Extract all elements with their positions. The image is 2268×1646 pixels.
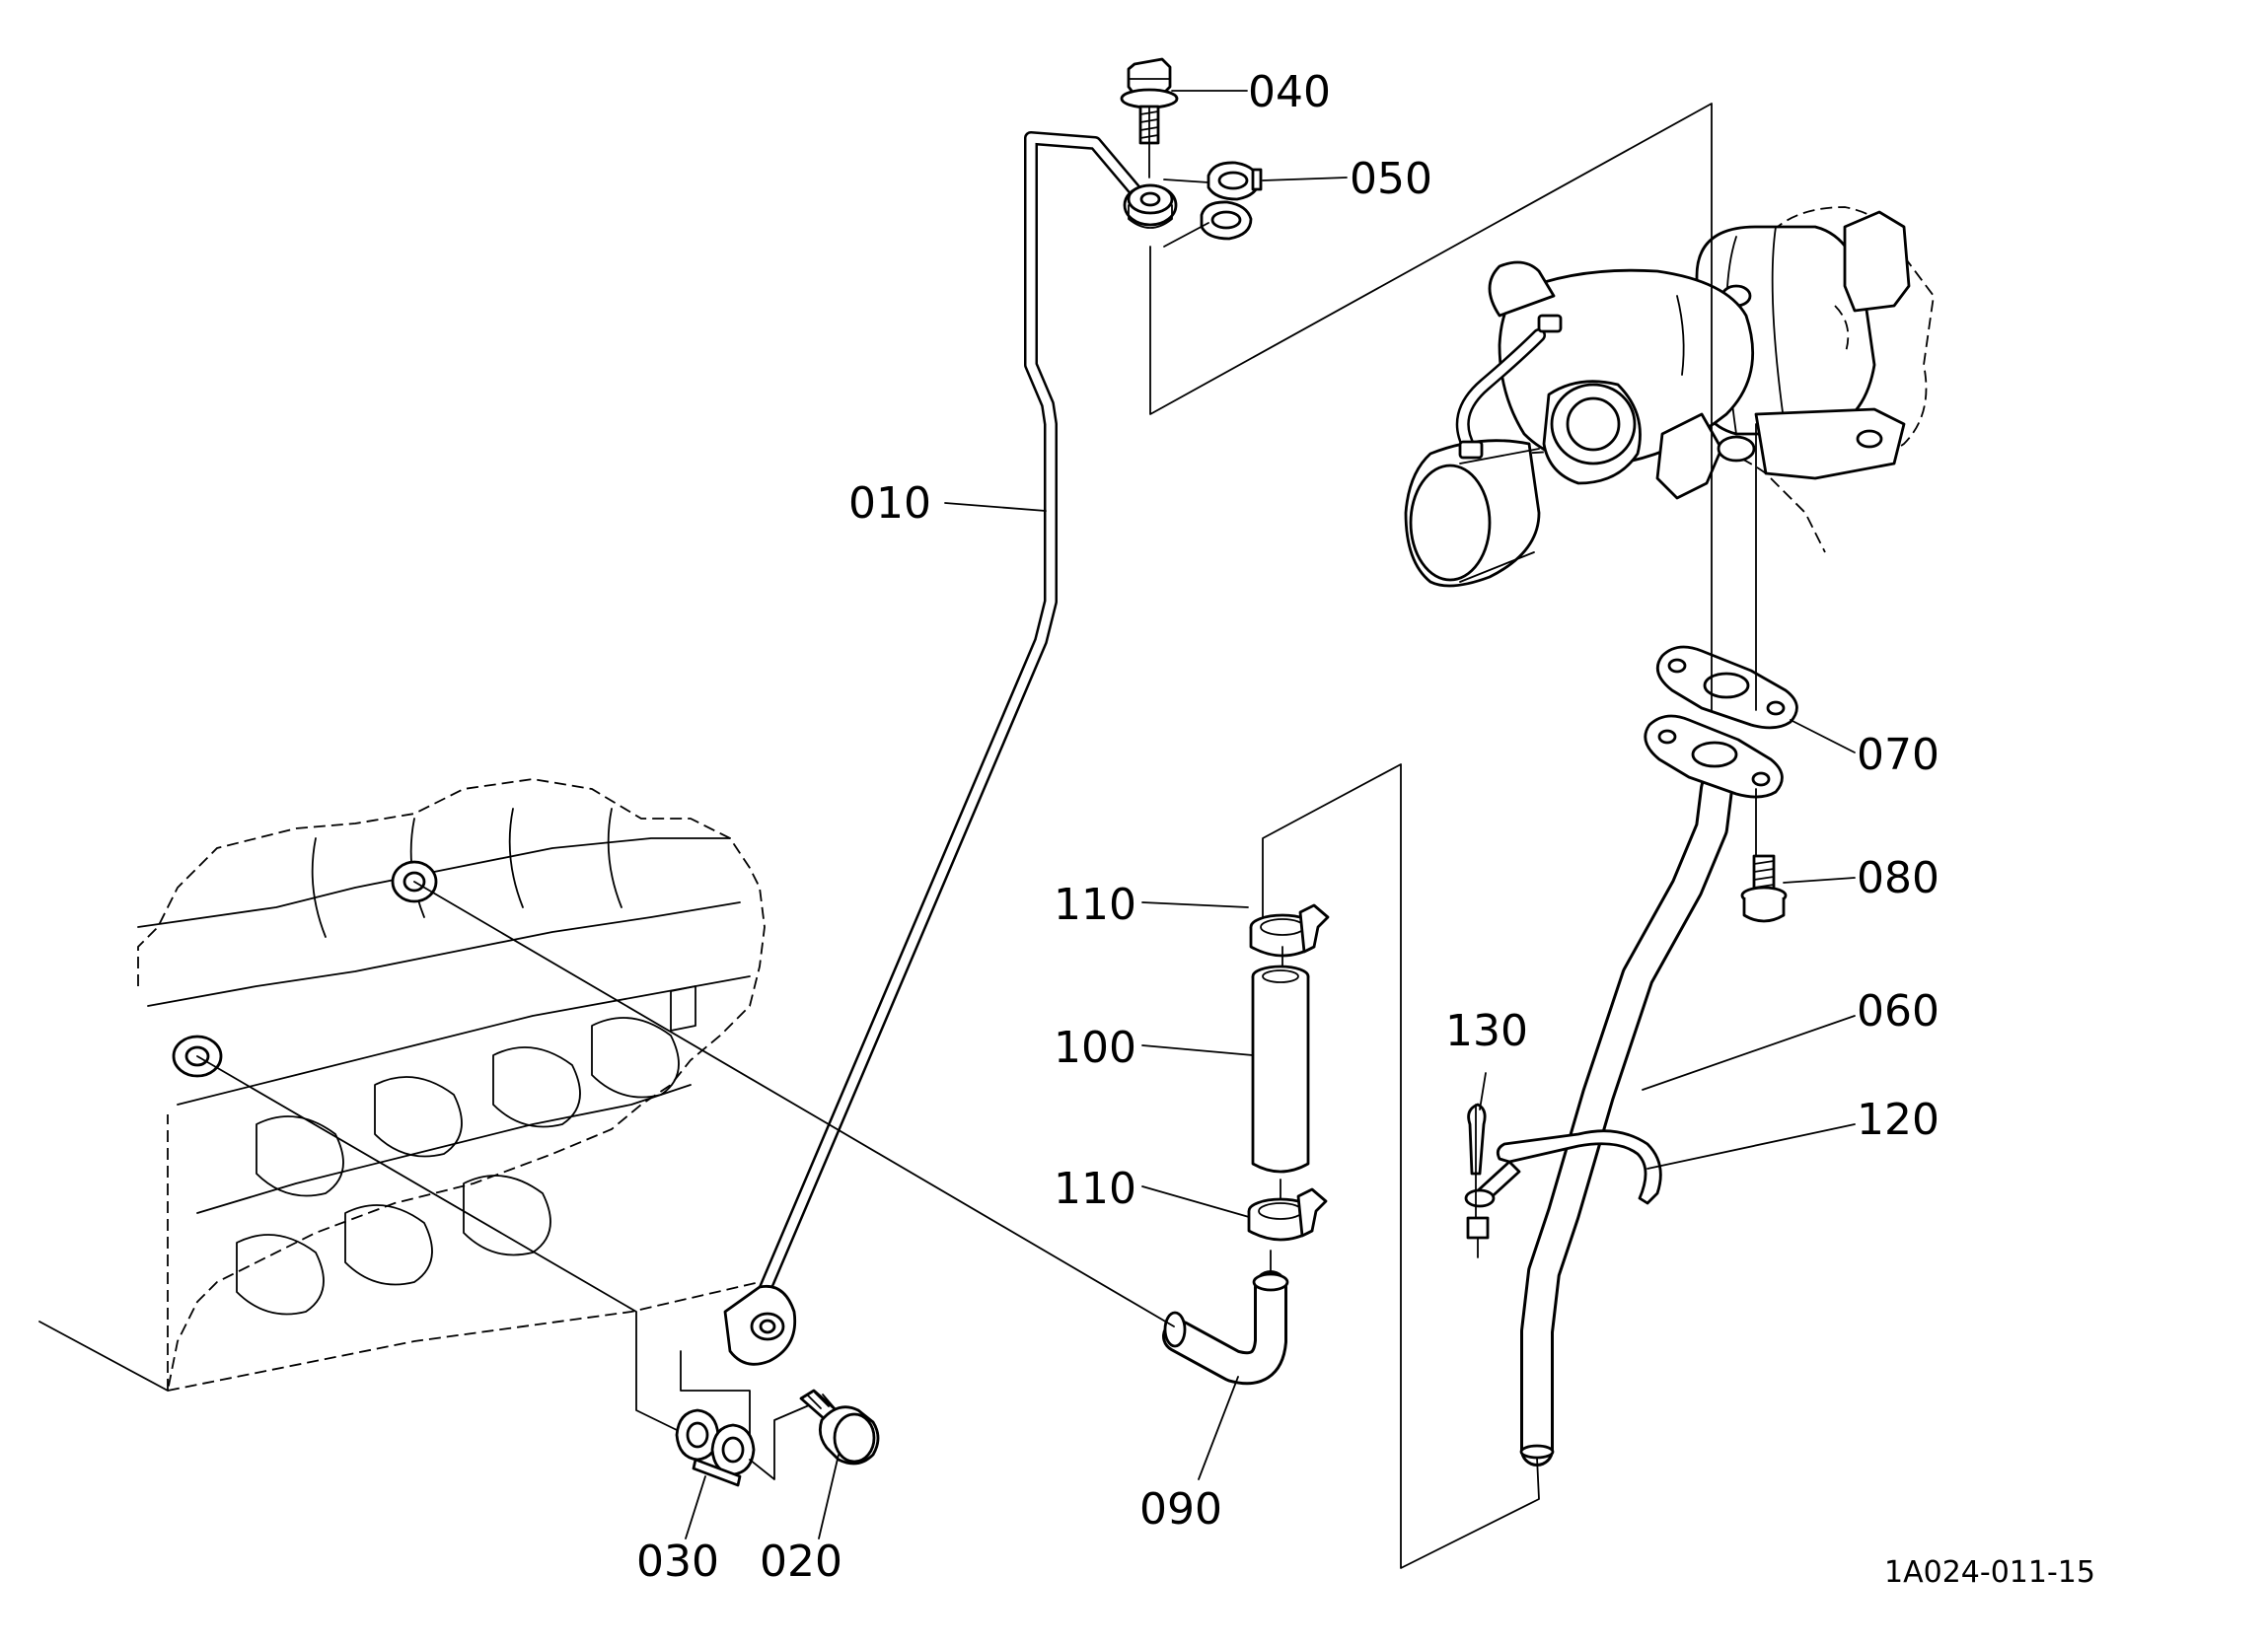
callout-030: 030 <box>636 1537 719 1587</box>
callout-040: 040 <box>1248 67 1331 117</box>
hose-100 <box>1251 965 1310 1174</box>
hose-clamp-110-upper <box>1249 903 1330 958</box>
gasket-washers-050 <box>1163 161 1263 248</box>
gasket-washers-030 <box>675 1408 756 1487</box>
pipe-clamp-120 <box>1464 1129 1662 1208</box>
part-callouts: 040 050 010 070 080 060 120 130 110 100 … <box>636 67 1939 1587</box>
elbow-pipe-090 <box>1162 1270 1289 1386</box>
callout-050: 050 <box>1350 154 1432 204</box>
callout-060: 060 <box>1857 986 1939 1037</box>
banjo-fitting-bottom <box>723 1284 797 1366</box>
cotter-pin-130 <box>1466 1103 1490 1240</box>
assembly-reference-lines <box>196 103 1757 1569</box>
leader-lines <box>685 90 1856 1539</box>
hose-clamp-110-lower <box>1247 1187 1328 1242</box>
oil-return-pipe-060 <box>1519 772 1733 1467</box>
gasket-070-upper <box>1655 645 1798 730</box>
callout-070: 070 <box>1857 730 1939 780</box>
bolt-080 <box>1740 854 1788 923</box>
engine-block-illustration <box>38 778 766 1392</box>
figure-reference-code: 1A024-011-15 <box>1884 1555 2095 1590</box>
gasket-070-lower <box>1644 714 1784 799</box>
callout-010: 010 <box>848 478 931 529</box>
banjo-fitting-top <box>1123 183 1178 229</box>
turbocharger-illustration <box>1404 206 1935 588</box>
callout-080: 080 <box>1857 853 1939 903</box>
callout-090: 090 <box>1139 1484 1222 1535</box>
callout-110-upper: 110 <box>1054 880 1136 930</box>
callout-110-lower: 110 <box>1054 1164 1136 1214</box>
callout-100: 100 <box>1054 1023 1136 1073</box>
banjo-bolt-020 <box>799 1389 880 1466</box>
callout-020: 020 <box>760 1537 842 1587</box>
callout-130: 130 <box>1445 1006 1528 1056</box>
oil-feed-pipe-010 <box>753 131 1144 1309</box>
callout-120: 120 <box>1857 1095 1939 1145</box>
